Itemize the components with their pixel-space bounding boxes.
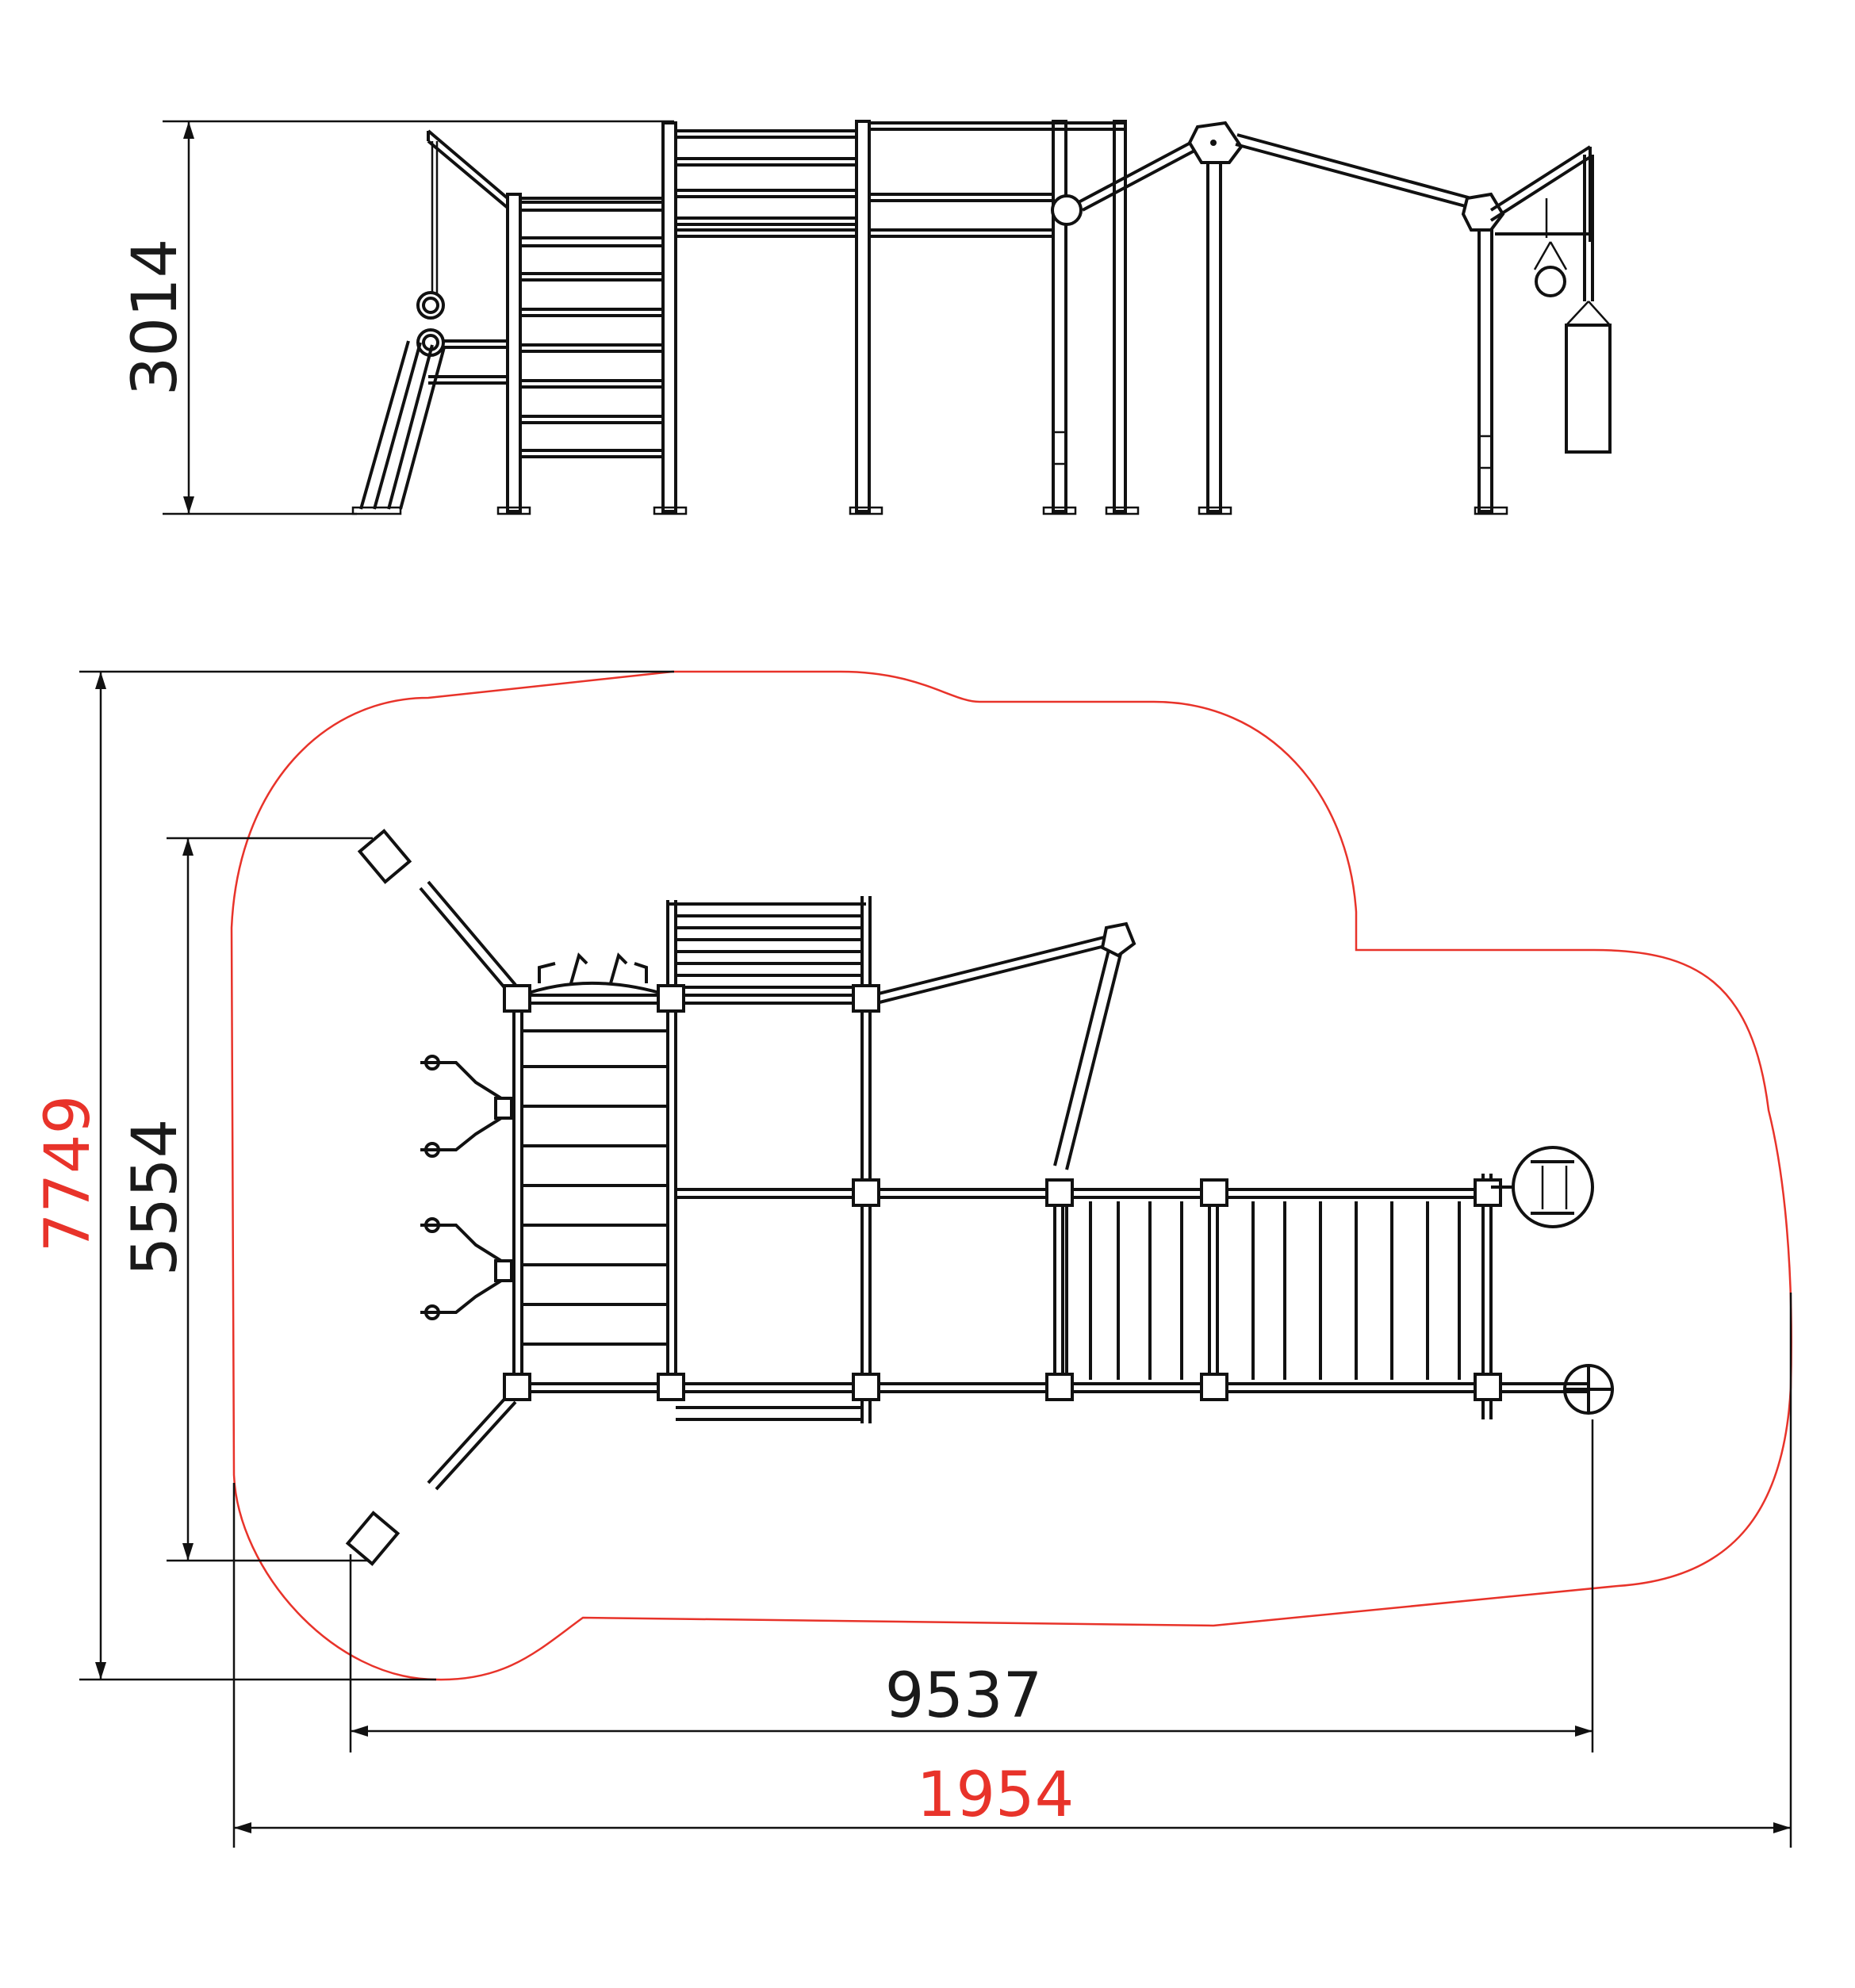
plan-width-total-label: 1954 bbox=[917, 1760, 1075, 1831]
safety-zone-outline bbox=[230, 670, 1792, 1681]
elevation-ladder-section bbox=[506, 121, 677, 513]
elevation-view: 3014 bbox=[120, 120, 1612, 515]
plan-angled-arms bbox=[345, 829, 1136, 1566]
plan-joints bbox=[503, 984, 1502, 1401]
plan-width-equipment-label: 9537 bbox=[885, 1660, 1043, 1732]
plan-frame bbox=[512, 896, 1590, 1423]
height-dimension: 3014 bbox=[120, 120, 674, 515]
plan-depth-equipment-label: 5554 bbox=[120, 1119, 191, 1277]
plan-monkey-bars bbox=[1065, 1201, 1461, 1380]
elevation-incline bbox=[359, 340, 446, 510]
bottom-dimensions: 9537 1954 bbox=[232, 1293, 1792, 1848]
elevation-punch-bag bbox=[1495, 147, 1612, 454]
plan-left-ladder bbox=[521, 981, 669, 1346]
elevation-feet bbox=[351, 506, 1508, 515]
plan-depth-total-label: 7749 bbox=[33, 1095, 104, 1253]
plan-dip-bars bbox=[420, 1055, 513, 1320]
elevation-angled-beams bbox=[1078, 121, 1592, 513]
plan-punch-bag bbox=[1491, 1146, 1614, 1415]
elevation-rings bbox=[416, 129, 509, 385]
elevation-top-frames bbox=[520, 120, 1127, 513]
left-dimensions: 7749 5554 bbox=[33, 670, 674, 1681]
plan-rings bbox=[538, 952, 648, 984]
plan-view: 7749 5554 9537 1954 bbox=[33, 670, 1792, 1848]
height-label: 3014 bbox=[120, 239, 191, 396]
